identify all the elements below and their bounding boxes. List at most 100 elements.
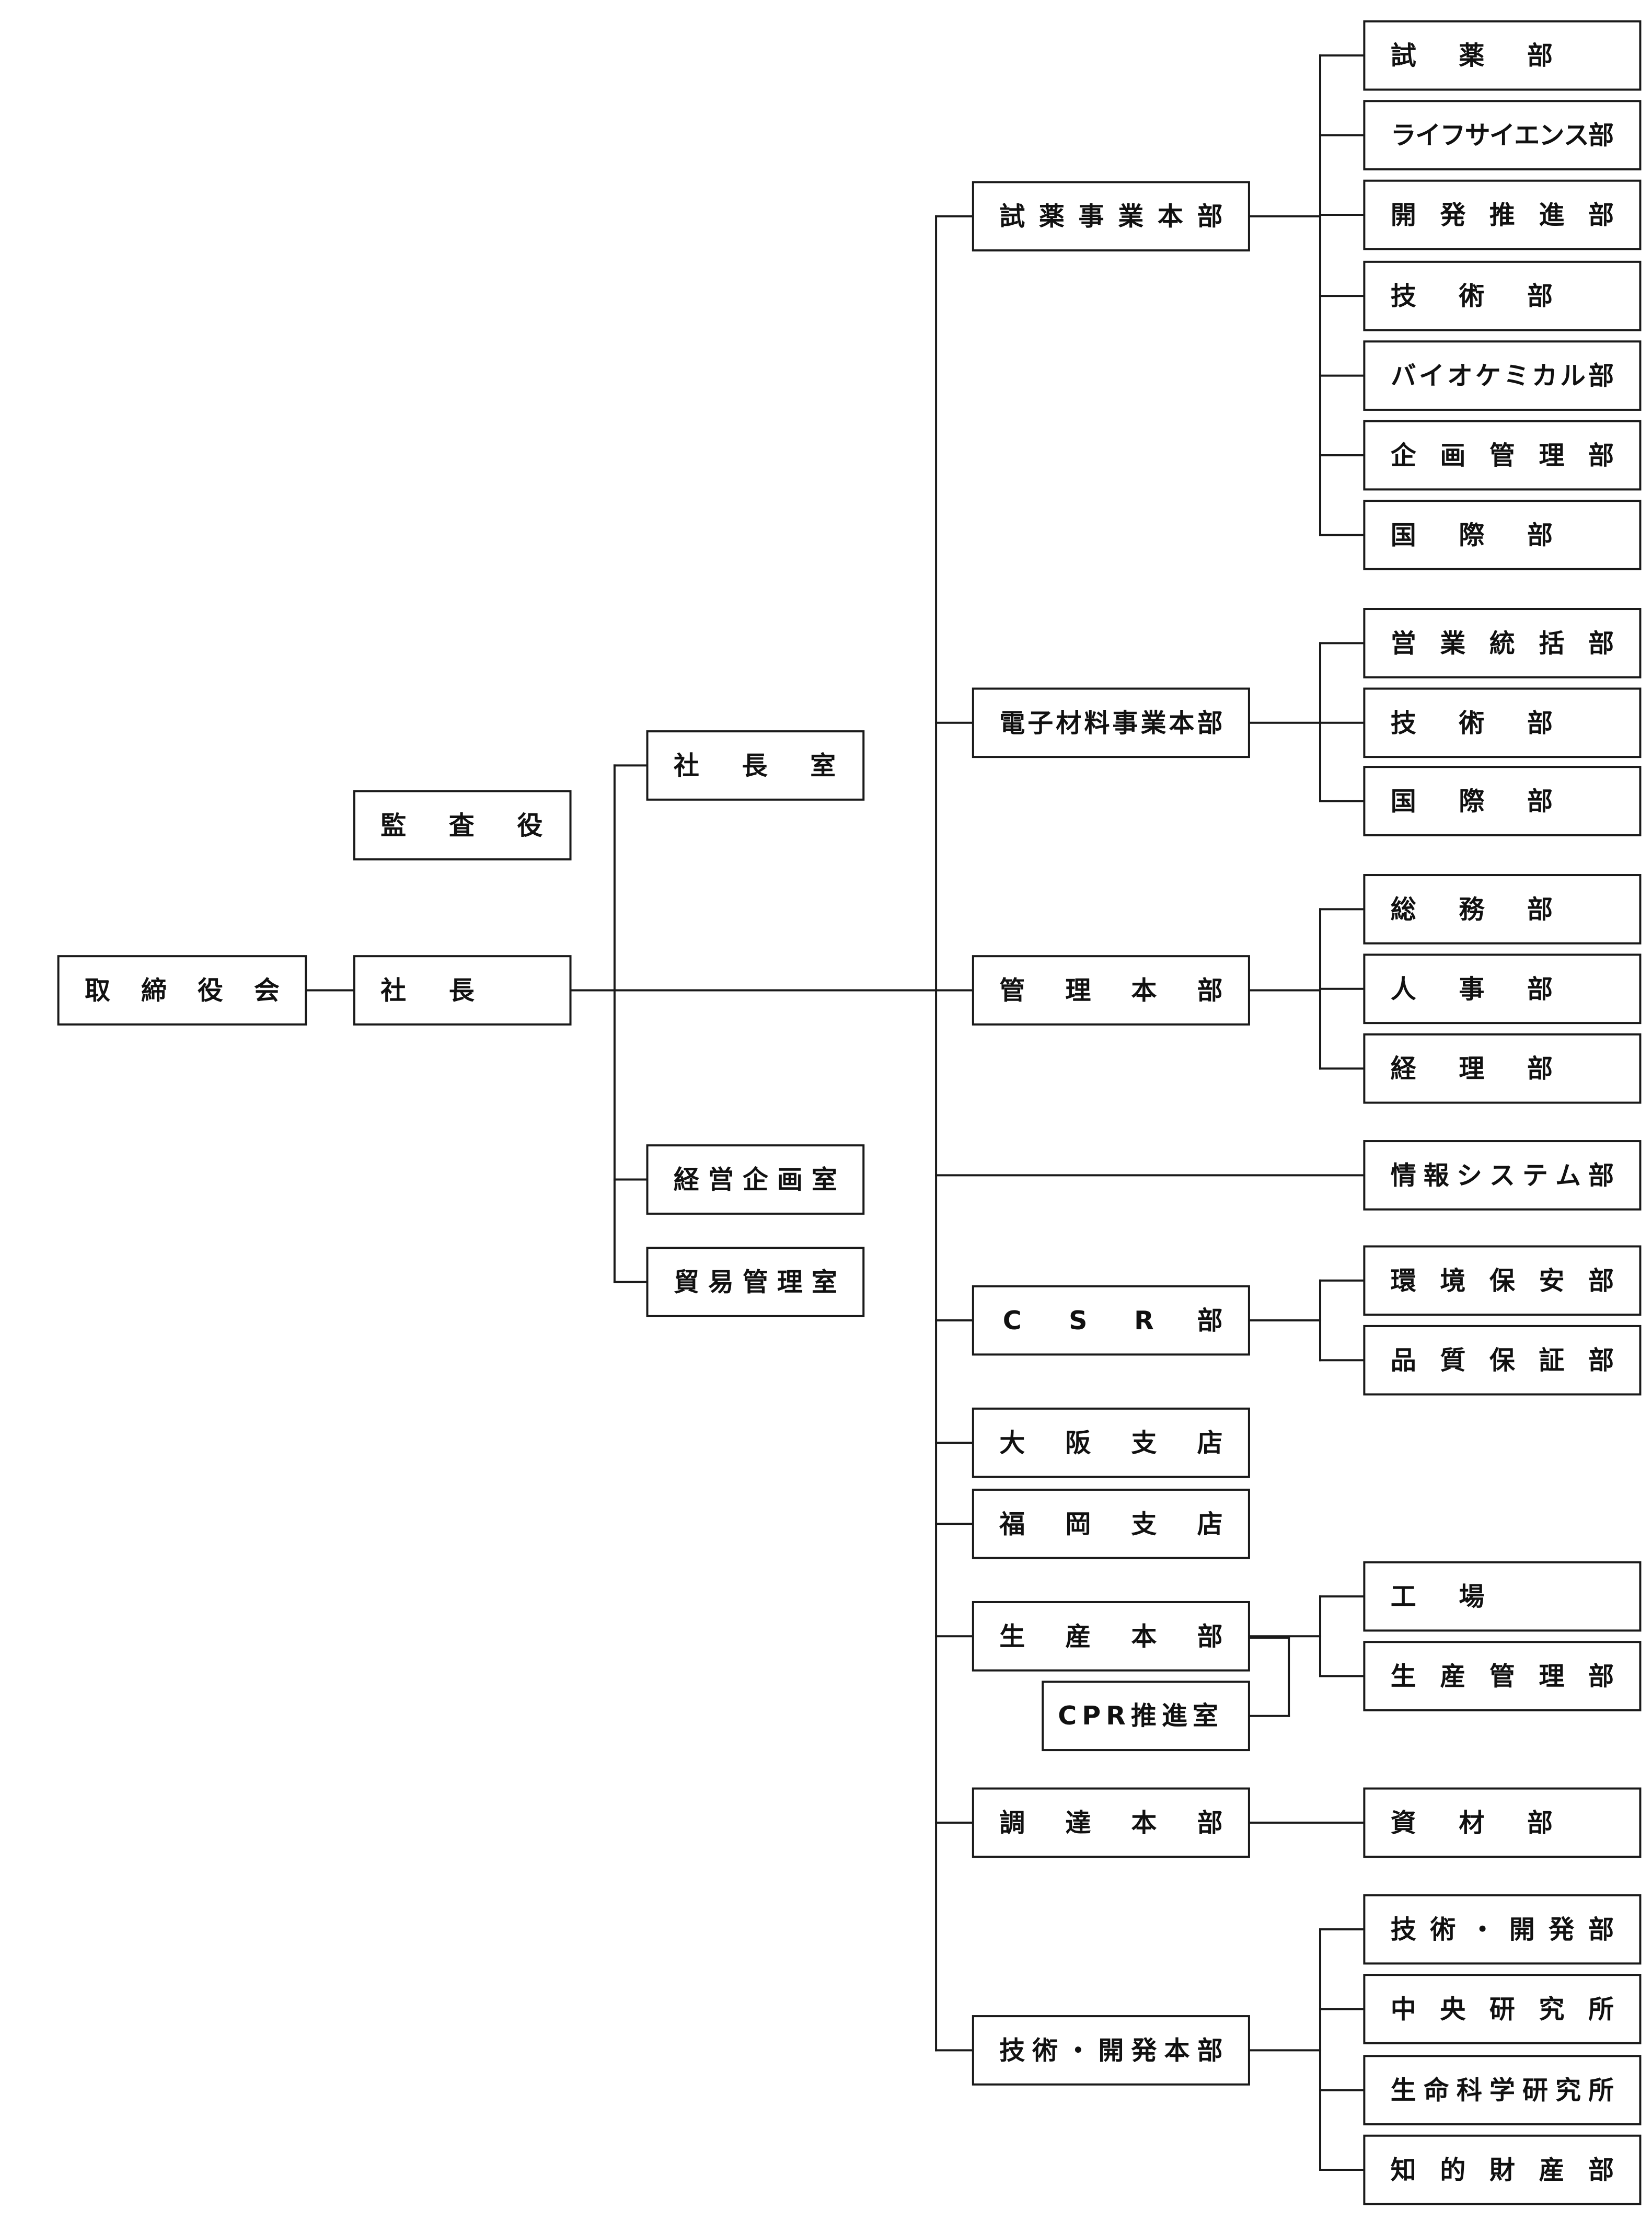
division-1-dept-3-frame xyxy=(1363,179,1642,250)
division-3-dept-3-frame xyxy=(1363,1033,1642,1104)
division-8-label: 生産本部 xyxy=(999,1621,1222,1651)
staff-office-1-label: 社長室 xyxy=(674,751,836,780)
division-2-dept-2: 技術部 xyxy=(1363,687,1642,758)
division-5-dept-2-label: 品質保証部 xyxy=(1391,1345,1614,1375)
division-3-dept-2: 人事部 xyxy=(1363,953,1642,1025)
division-8-dept-1-label: 工場 xyxy=(1391,1582,1485,1612)
division-2-dept-2-frame xyxy=(1363,687,1642,758)
cpr-office-box: CPR推進室 xyxy=(1042,1681,1250,1752)
division-1-dept-1-label: 試薬部 xyxy=(1391,41,1553,71)
division-2-dept-3: 国際部 xyxy=(1363,766,1642,836)
division-10-dept-1: 技術・開発部 xyxy=(1363,1894,1642,1965)
division-7: 福岡支店 xyxy=(972,1488,1250,1559)
staff-office-1: 社長室 xyxy=(646,730,865,801)
cpr-office-box-frame xyxy=(1042,1681,1250,1752)
division-10-dept-1-frame xyxy=(1363,1894,1642,1965)
division-2: 電子材料事業本部 xyxy=(972,687,1250,758)
division-9: 調達本部 xyxy=(972,1787,1250,1858)
division-1-dept-6: 企画管理部 xyxy=(1363,420,1642,491)
division-2-dept-3-frame xyxy=(1363,766,1642,836)
division-1-dept-4-frame xyxy=(1363,260,1642,331)
division-9-label: 調達本部 xyxy=(999,1808,1222,1837)
division-10-dept-2: 中央研究所 xyxy=(1363,1974,1642,2044)
division-1: 試薬事業本部 xyxy=(972,181,1250,252)
president-box: 社長 xyxy=(353,955,572,1026)
division-2-frame xyxy=(972,687,1250,758)
division-1-dept-7: 国際部 xyxy=(1363,500,1642,570)
division-7-label: 福岡支店 xyxy=(999,1509,1222,1539)
division-3-frame xyxy=(972,955,1250,1026)
division-1-dept-1: 試薬部 xyxy=(1363,20,1642,91)
staff-office-2-label: 経営企画室 xyxy=(674,1165,837,1194)
division-5-dept-1-frame xyxy=(1363,1245,1642,1316)
division-2-dept-3-label: 国際部 xyxy=(1391,786,1553,816)
division-8-frame xyxy=(972,1601,1250,1672)
division-10-dept-3: 生命科学研究所 xyxy=(1363,2055,1642,2125)
division-5-dept-2: 品質保証部 xyxy=(1363,1325,1642,1396)
division-1-dept-5-label: バイオケミカル部 xyxy=(1391,361,1614,390)
division-9-dept-1-label: 資材部 xyxy=(1391,1808,1553,1837)
division-5-dept-1: 環境保安部 xyxy=(1363,1245,1642,1316)
division-5-dept-1-label: 環境保安部 xyxy=(1391,1265,1614,1295)
division-1-dept-6-frame xyxy=(1363,420,1642,491)
org-boxes: 試薬事業本部試薬部ライフサイエンス部開発推進部技術部バイオケミカル部企画管理部国… xyxy=(57,20,1642,2205)
division-8: 生産本部 xyxy=(972,1601,1250,1672)
division-3-dept-2-frame xyxy=(1363,953,1642,1025)
division-8-dept-2-frame xyxy=(1363,1641,1642,1711)
staff-office-2-frame xyxy=(646,1144,865,1215)
division-8-dept-2: 生産管理部 xyxy=(1363,1641,1642,1711)
board-box-label: 取締役会 xyxy=(85,975,280,1005)
division-2-dept-1-frame xyxy=(1363,608,1642,678)
division-9-dept-1: 資材部 xyxy=(1363,1787,1642,1858)
division-2-dept-1-label: 営業統括部 xyxy=(1391,628,1614,658)
staff-office-3-label: 貿易管理室 xyxy=(674,1267,837,1297)
division-9-frame xyxy=(972,1787,1250,1858)
staff-office-2: 経営企画室 xyxy=(646,1144,865,1215)
division-10-frame xyxy=(972,2015,1250,2086)
division-5-frame xyxy=(972,1285,1250,1356)
division-1-dept-4-label: 技術部 xyxy=(1391,281,1553,311)
division-1-frame xyxy=(972,181,1250,252)
division-3-dept-1-frame xyxy=(1363,874,1642,945)
division-10-dept-2-frame xyxy=(1363,1974,1642,2044)
president-box-frame xyxy=(353,955,572,1026)
staff-office-3: 貿易管理室 xyxy=(646,1247,865,1317)
division-3-dept-3: 経理部 xyxy=(1363,1033,1642,1104)
division-4: 情報システム部 xyxy=(1363,1140,1642,1211)
division-6-frame xyxy=(972,1407,1250,1478)
division-1-dept-1-frame xyxy=(1363,20,1642,91)
division-8-dept-1-frame xyxy=(1363,1561,1642,1632)
division-2-dept-2-label: 技術部 xyxy=(1391,708,1553,738)
division-6: 大阪支店 xyxy=(972,1407,1250,1478)
division-1-dept-6-label: 企画管理部 xyxy=(1391,441,1614,470)
division-10-dept-3-frame xyxy=(1363,2055,1642,2125)
division-10-dept-1-label: 技術・開発部 xyxy=(1391,1915,1614,1945)
division-5-dept-2-frame xyxy=(1363,1325,1642,1396)
division-10-dept-4-frame xyxy=(1363,2134,1642,2205)
division-10-dept-4: 知的財産部 xyxy=(1363,2134,1642,2205)
auditor-box-frame xyxy=(353,790,572,861)
division-10: 技術・開発本部 xyxy=(972,2015,1250,2086)
division-3-dept-2-label: 人事部 xyxy=(1391,974,1553,1004)
division-1-dept-7-frame xyxy=(1363,500,1642,570)
division-1-dept-7-label: 国際部 xyxy=(1391,520,1553,550)
division-1-dept-3-label: 開発推進部 xyxy=(1391,200,1614,230)
division-1-dept-5: バイオケミカル部 xyxy=(1363,340,1642,411)
division-8-dept-1: 工場 xyxy=(1363,1561,1642,1632)
auditor-box-label: 監査役 xyxy=(380,810,542,840)
division-1-dept-2: ライフサイエンス部 xyxy=(1363,100,1642,170)
division-7-frame xyxy=(972,1488,1250,1559)
auditor-box: 監査役 xyxy=(353,790,572,861)
cpr-office-box-label: CPR推進室 xyxy=(1058,1701,1223,1731)
division-3-dept-3-label: 経理部 xyxy=(1391,1054,1553,1084)
division-10-dept-4-label: 知的財産部 xyxy=(1391,2155,1614,2185)
division-3: 管理本部 xyxy=(972,955,1250,1026)
division-8-dept-2-label: 生産管理部 xyxy=(1391,1661,1614,1691)
connector-lines xyxy=(306,54,1366,2171)
division-2-dept-1: 営業統括部 xyxy=(1363,608,1642,678)
division-4-frame xyxy=(1363,1140,1642,1211)
